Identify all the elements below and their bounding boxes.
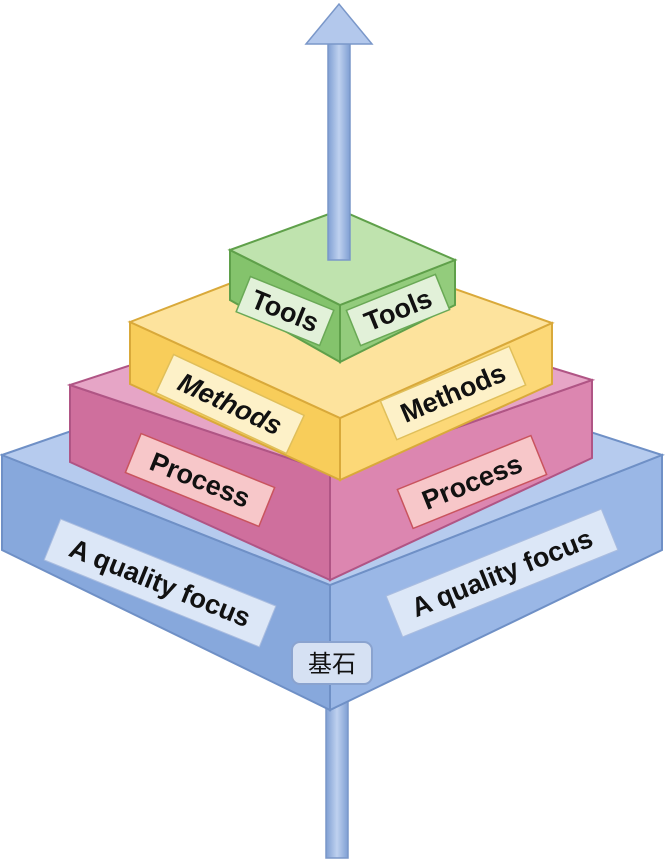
up-arrow xyxy=(304,2,374,261)
foundation-label: 基石 xyxy=(308,650,356,678)
foundation-tag: 基石 xyxy=(291,641,373,685)
bottom-arrow-shaft xyxy=(325,689,349,859)
